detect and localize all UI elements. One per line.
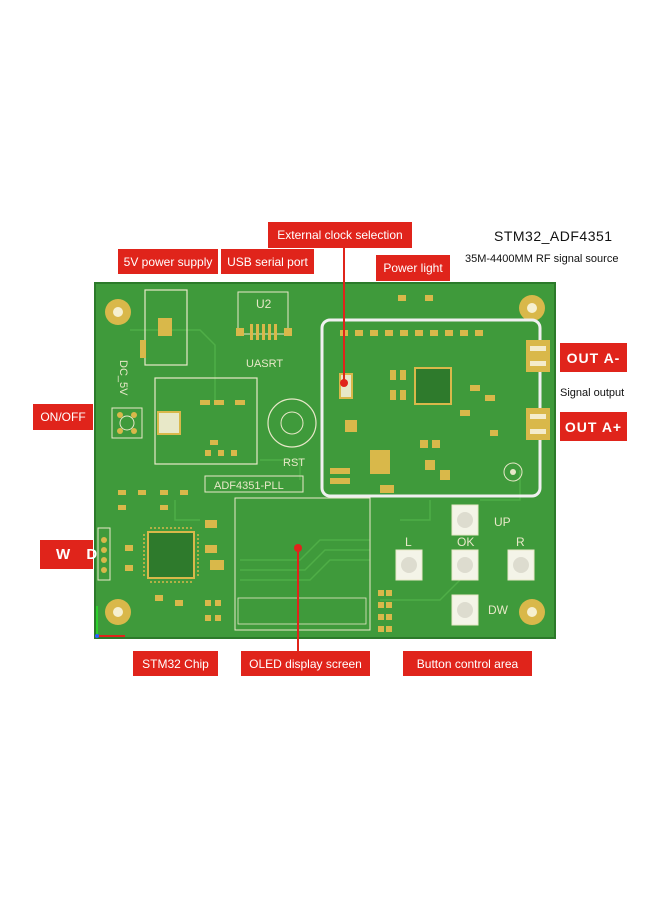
callout-stm32-chip: STM32 Chip: [133, 651, 218, 676]
callout-external-clock: External clock selection: [268, 222, 412, 248]
out-a-plus-pad: [526, 408, 550, 440]
adf4351-chip: [414, 367, 452, 405]
dc-silkscreen: DC_5V: [117, 360, 129, 396]
rst-silkscreen: RST: [283, 457, 305, 469]
r-silkscreen: R: [516, 535, 525, 549]
swd-header-pins: [101, 537, 107, 573]
pcb-board: [94, 282, 556, 639]
callout-button-area: Button control area: [403, 651, 532, 676]
ok-silkscreen: OK: [457, 535, 474, 549]
misc-components: [118, 295, 433, 632]
u2-silkscreen: U2: [256, 297, 272, 311]
dw-silkscreen: DW: [488, 603, 509, 617]
diagram-subtitle: 35M-4400MM RF signal source: [465, 253, 619, 265]
stm32-chip: [147, 531, 195, 579]
regulator-outline: [154, 377, 258, 465]
diagram-title: STM32_ADF4351: [494, 228, 613, 244]
rf-components: [330, 330, 498, 493]
callout-on-off: ON/OFF: [33, 404, 93, 430]
out-a-minus-pad: [526, 340, 550, 372]
switch-outline: [111, 407, 143, 439]
signal-output-text: Signal output: [560, 387, 625, 399]
adf-label-box: [204, 475, 304, 493]
mounting-holes: [105, 295, 545, 625]
dc-jack-pad: [158, 318, 172, 336]
callout-5v-power: 5V power supply: [118, 249, 218, 274]
callout-out-a-plus: OUT A+: [560, 412, 627, 441]
up-silkscreen: UP: [494, 515, 511, 529]
callout-out-a-minus: OUT A-: [560, 343, 627, 372]
dc-jack-outline: [144, 289, 188, 366]
adf-silkscreen: ADF4351-PLL: [214, 480, 284, 492]
pcb-traces: [130, 329, 521, 601]
usb-pads: [236, 324, 292, 340]
control-buttons: [395, 504, 535, 626]
l-silkscreen: L: [405, 535, 412, 549]
callout-power-light: Power light: [376, 255, 450, 281]
oled-outline: [234, 497, 371, 631]
callout-swd: S W D: [30, 540, 97, 569]
uasrt-silkscreen: UASRT: [246, 358, 283, 370]
callout-usb-serial: USB serial port: [221, 249, 314, 274]
rst-button-outline: [267, 398, 317, 448]
callout-oled-display: OLED display screen: [241, 651, 370, 676]
